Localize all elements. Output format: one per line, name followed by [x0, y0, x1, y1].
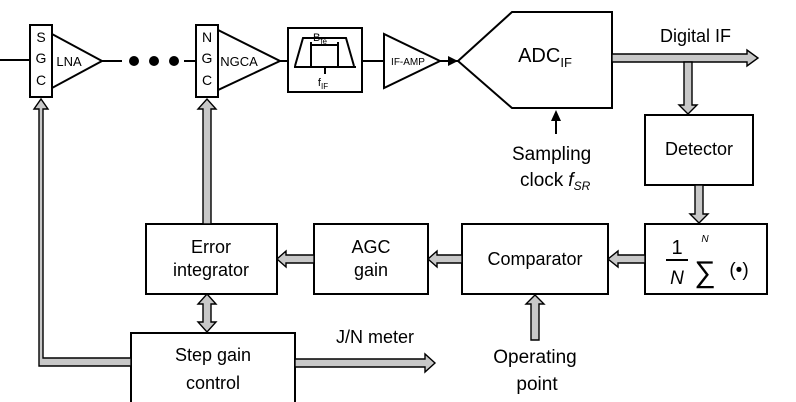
agc-gain-block: AGC gain [313, 223, 429, 295]
sgc-block: S G C [29, 24, 53, 98]
sum-argument: (•) [729, 260, 748, 281]
step-gain-to-sgc-arrow [32, 97, 132, 367]
ngc-block: N G C [195, 24, 219, 98]
operating-label: Operating [493, 347, 576, 368]
ngc-letter-g: G [202, 50, 213, 66]
detector-to-sum-arrow [688, 184, 710, 224]
detector-block: Detector [644, 114, 754, 186]
digital-if-arrow [611, 48, 760, 68]
sampling-clock-arrowhead [551, 110, 561, 121]
sum-fraction-numerator: 1 [671, 237, 682, 259]
step-gain-control-block: Step gain control [130, 332, 296, 402]
adc-label: ADCIF [518, 45, 572, 70]
jn-meter-arrow [294, 352, 437, 374]
error-integrator-label-line2: integrator [173, 260, 249, 280]
step-gain-label-line2: control [186, 373, 240, 393]
agc-gain-label-line1: AGC [351, 237, 390, 257]
integrator-to-ngc-arrow [196, 97, 218, 225]
filter-center-freq-label: fIF [318, 77, 328, 91]
filter-bandwidth-label: Bfe [313, 32, 328, 46]
sum-to-comparator-arrow [606, 249, 646, 269]
agc-to-integrator-arrow [275, 249, 315, 269]
sgc-letter-g: G [36, 50, 47, 66]
sgc-letter-s: S [36, 29, 45, 45]
agc-gain-label-line2: gain [354, 260, 388, 280]
integrator-step-gain-double-arrow [196, 292, 218, 334]
sum-fraction-denominator: N [670, 268, 684, 289]
sgc-letter-c: C [36, 72, 46, 88]
comparator-block: Comparator [461, 223, 609, 295]
ngca-amplifier: NGCA [217, 28, 283, 92]
if-amp-label: IF-AMP [391, 57, 425, 68]
operating-point-arrow [524, 294, 546, 341]
detector-label: Detector [665, 139, 733, 159]
sigma-symbol: ∑ [694, 256, 715, 289]
sampling-label: Sampling [512, 144, 591, 165]
adc-block: ADCIF [456, 11, 613, 109]
ngc-letter-c: C [202, 72, 212, 88]
lna-label: LNA [56, 54, 82, 69]
lna-amplifier: LNA [51, 32, 105, 90]
ngca-label: NGCA [220, 54, 258, 69]
jn-meter-label: J/N meter [336, 327, 414, 347]
comparator-to-agc-arrow [426, 249, 463, 269]
if-amp-output-arrowhead [448, 56, 458, 66]
step-gain-label-line1: Step gain [175, 345, 251, 365]
adc-to-detector-arrow [677, 61, 699, 115]
sum-upper-limit: N [701, 234, 709, 245]
if-filter-block: Bfe fIF [287, 27, 363, 93]
ngc-letter-n: N [202, 29, 212, 45]
point-label: point [516, 374, 558, 395]
error-integrator-label-line1: Error [191, 237, 231, 257]
error-integrator-block: Error integrator [145, 223, 278, 295]
digital-if-label: Digital IF [660, 26, 731, 46]
if-amp-amplifier: IF-AMP [383, 32, 443, 90]
summation-block: 1 N N ∑ (•) [644, 223, 768, 295]
comparator-label: Comparator [487, 249, 582, 269]
ellipsis-dots [129, 56, 179, 66]
